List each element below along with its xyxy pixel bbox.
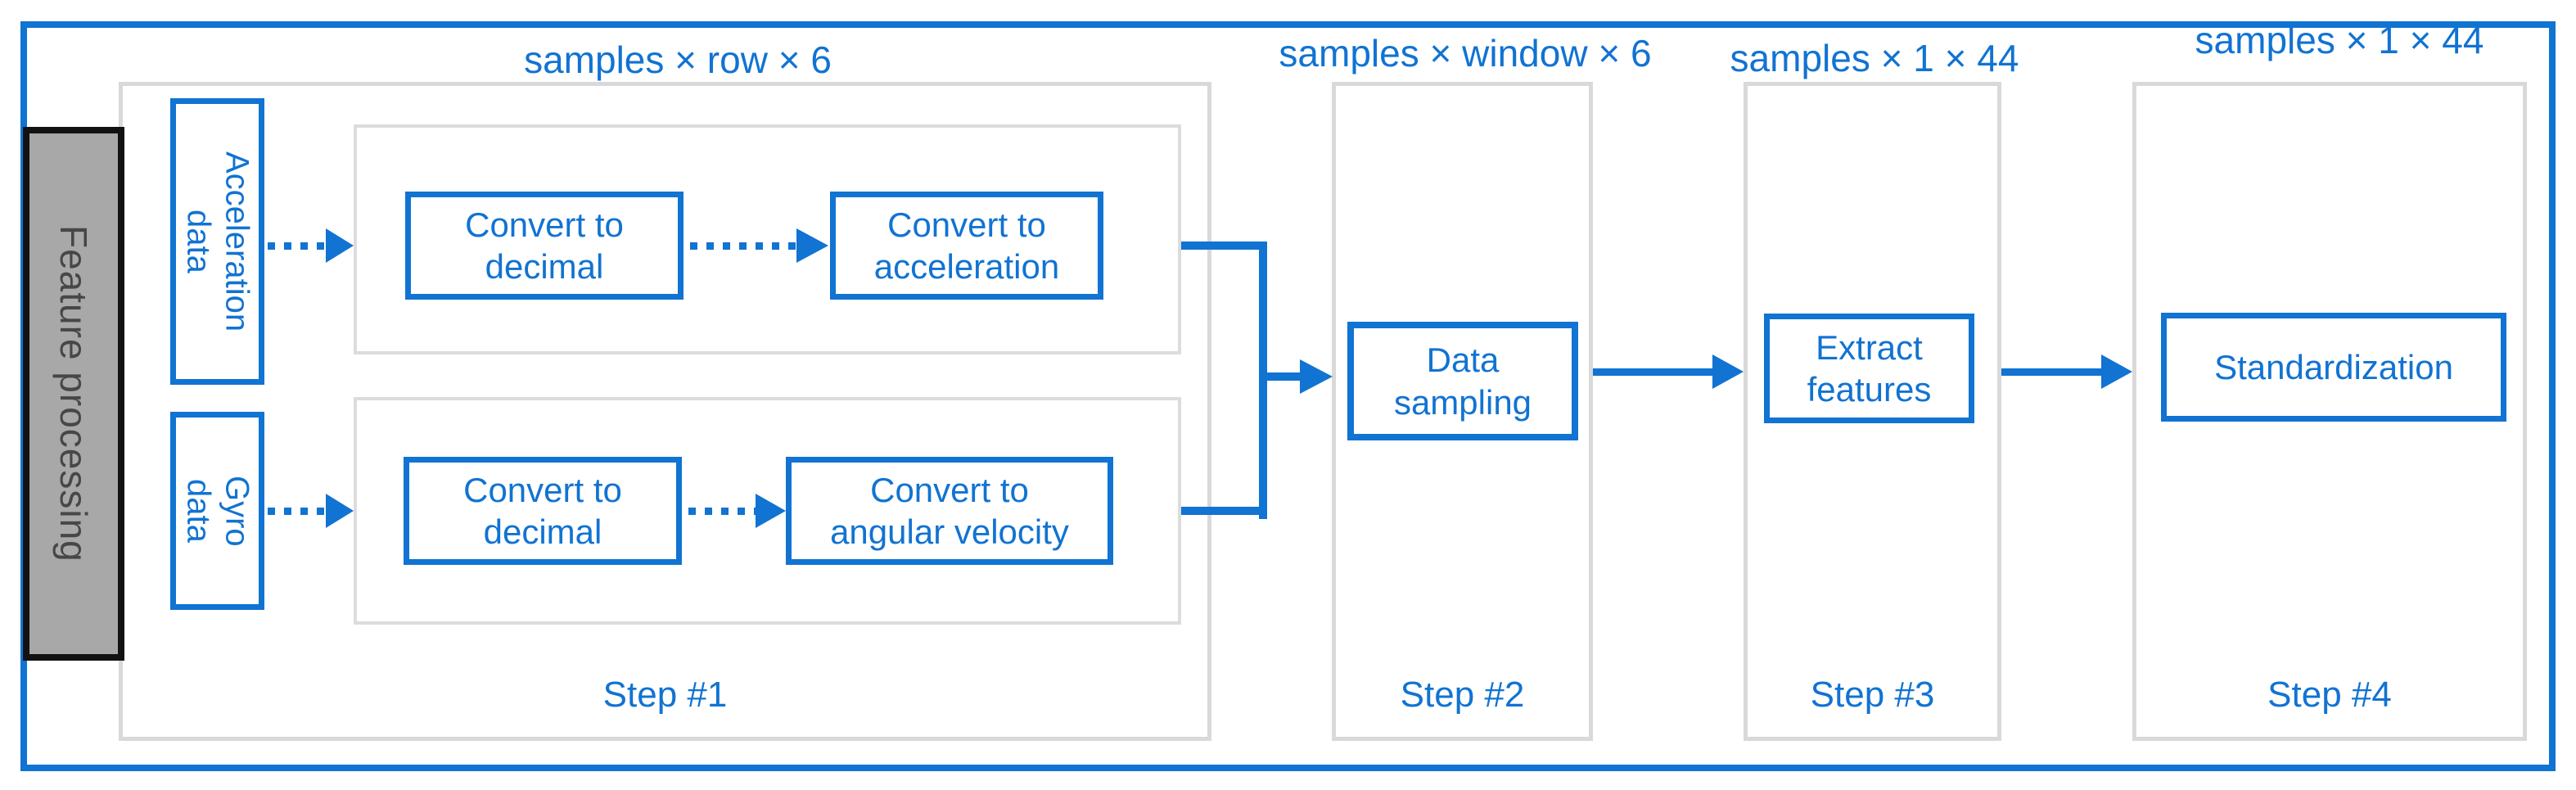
gyro-data-box: Gyro data (170, 412, 264, 610)
row1-convert-decimal-label: Convert to decimal (465, 205, 624, 286)
merge-line-vertical (1259, 242, 1267, 519)
step2-label: Step #2 (1400, 675, 1525, 715)
standardization-box: Standardization (2161, 313, 2506, 422)
dotted-arrow-row1-decimal-to-acceleration (690, 242, 796, 250)
row2-convert-decimal-box: Convert to decimal (404, 457, 682, 565)
row1-convert-acceleration-box: Convert to acceleration (830, 192, 1103, 300)
dotted-arrowhead-icon (326, 228, 354, 263)
step3-label: Step #3 (1810, 675, 1935, 715)
arrow-step3-to-step4 (2001, 368, 2101, 376)
feature-processing-label: Feature processing (52, 225, 95, 562)
merge-line-top (1181, 242, 1267, 250)
dotted-arrow-gyro-to-row2 (268, 508, 326, 515)
standardization-label: Standardization (2214, 347, 2453, 386)
acceleration-data-label: Acceleration data (180, 151, 255, 332)
arrow-step2-to-step3 (1593, 368, 1712, 376)
merge-arrow-line (1267, 372, 1300, 381)
data-sampling-label: Data sampling (1393, 341, 1532, 422)
extract-features-box: Extract features (1764, 314, 1974, 423)
arrowhead-icon (2101, 354, 2132, 389)
row1-convert-decimal-box: Convert to decimal (405, 192, 683, 300)
gyro-data-label: Gyro data (180, 475, 255, 547)
row2-convert-decimal-label: Convert to decimal (463, 470, 622, 551)
dotted-arrowhead-icon (796, 228, 828, 263)
dotted-arrow-accel-to-row1 (268, 242, 326, 250)
arrowhead-icon (1712, 354, 1744, 389)
data-sampling-box: Data sampling (1347, 322, 1578, 440)
acceleration-data-box: Acceleration data (170, 98, 264, 385)
dim-label-step2: samples × window × 6 (1279, 32, 1652, 74)
dotted-arrowhead-icon (326, 494, 354, 528)
merge-arrowhead-icon (1300, 359, 1333, 394)
dim-label-step4: samples × 1 × 44 (2195, 19, 2484, 61)
dotted-arrow-row2-decimal-to-angular (688, 508, 756, 515)
step1-label: Step #1 (602, 675, 728, 715)
step4-label: Step #4 (2267, 675, 2392, 715)
dim-label-step3: samples × 1 × 44 (1730, 37, 2019, 79)
row2-convert-angular-velocity-label: Convert to angular velocity (830, 470, 1069, 551)
row1-convert-acceleration-label: Convert to acceleration (873, 205, 1060, 286)
extract-features-label: Extract features (1807, 327, 1932, 409)
dim-label-step1: samples × row × 6 (524, 38, 832, 81)
dotted-arrowhead-icon (756, 494, 786, 528)
merge-line-bottom (1181, 507, 1267, 515)
feature-processing-bar: Feature processing (23, 127, 124, 661)
row2-convert-angular-velocity-box: Convert to angular velocity (786, 457, 1113, 565)
